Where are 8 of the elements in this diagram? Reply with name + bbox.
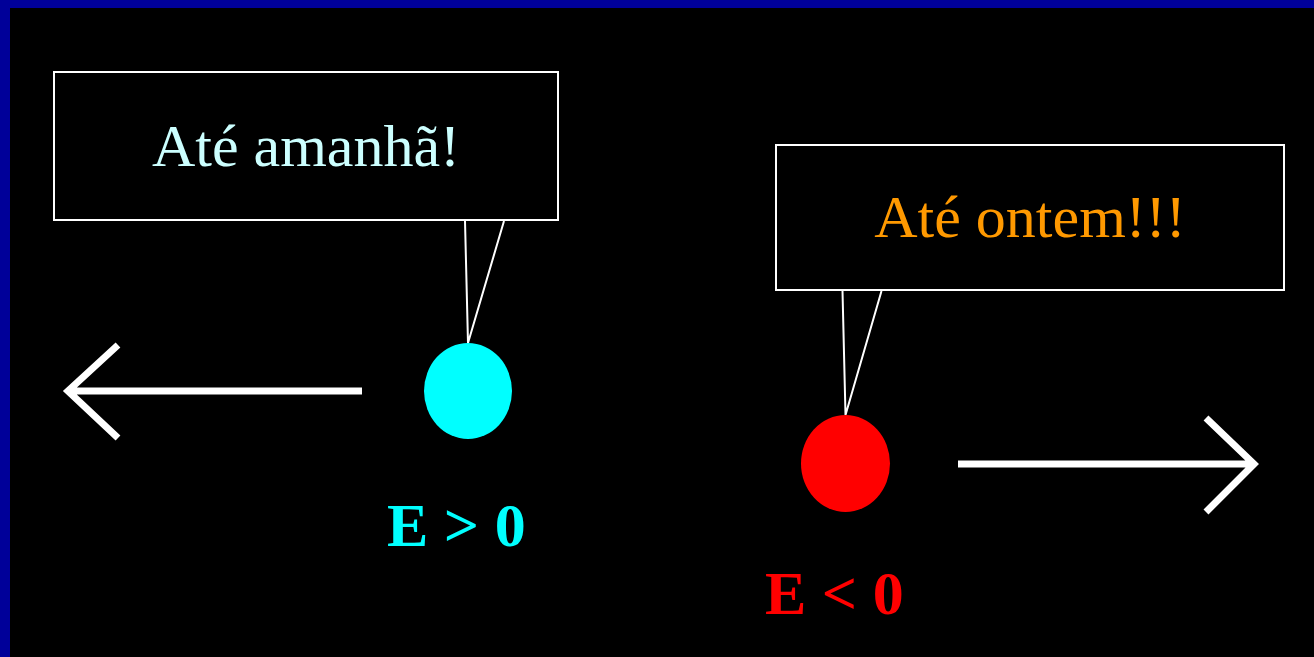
energy-label: E < 0 [765,558,904,629]
speech-text: Até ontem!!! [874,183,1186,252]
speech-bubble [775,144,1285,291]
speech-text: Até amanhã! [151,111,461,181]
speech-bubble-tail [841,290,883,416]
speech-bubble-tail [464,220,505,344]
energy-label: E > 0 [387,490,526,561]
speech-bubble [53,71,559,221]
